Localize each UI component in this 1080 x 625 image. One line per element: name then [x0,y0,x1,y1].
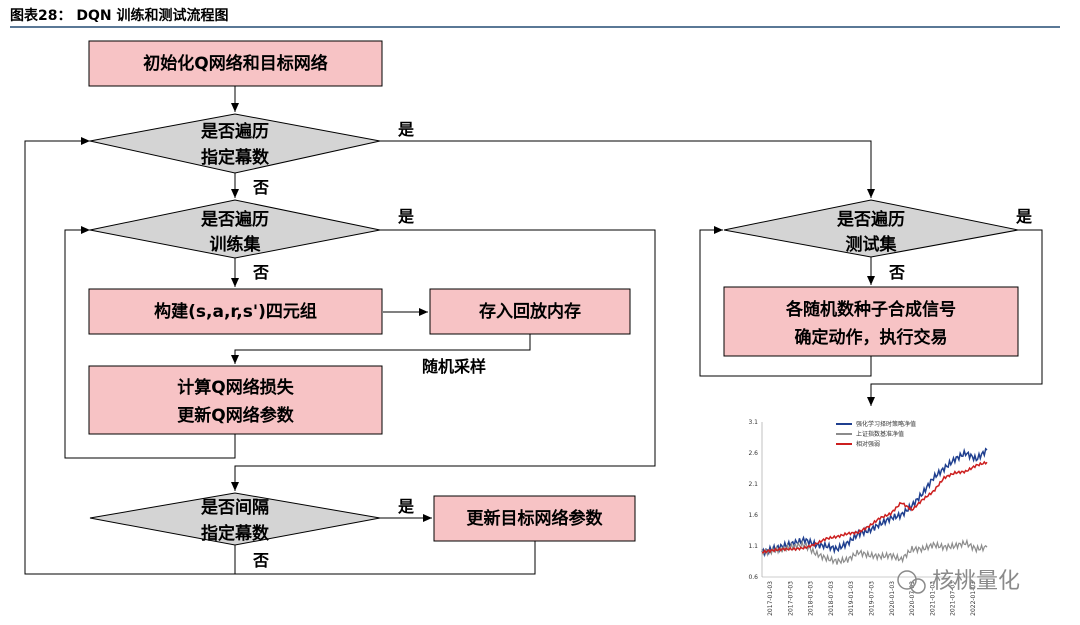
label-episodes-yes: 是 [397,120,414,139]
chart-ytick-label: 0.6 [748,574,758,581]
compute-loss-line2: 更新Q网络参数 [177,405,294,426]
train-decision [89,199,381,259]
chart-series-line [761,460,988,554]
chart-xtick-label: 2021-07-03 [950,581,957,616]
interval-decision-line2: 指定幕数 [201,523,270,544]
compute-loss-line1: 计算Q网络损失 [177,377,294,398]
chart-series-line [761,538,988,566]
chart-xtick-label: 2022-01-03 [970,581,977,616]
chart-ytick-label: 3.1 [748,419,758,426]
init-box [88,40,383,87]
chart-legend-label: 相对强弱 [856,440,880,448]
label-train-no: 否 [252,263,269,282]
trade-box [723,286,1019,357]
watermark: 核桃量化 [897,569,1020,594]
label-test-yes: 是 [1015,207,1032,226]
edge-train-yes [231,229,656,491]
chart-xtick-label: 2020-07-03 [909,581,916,616]
label-test-no: 否 [888,263,905,282]
episodes-decision [89,113,381,174]
label-interval-yes: 是 [397,497,414,516]
test-decision-line1: 是否遍历 [837,209,905,230]
figure-title: 图表28： DQN 训练和测试流程图 [10,8,229,24]
chart-ytick-label: 1.6 [748,512,758,519]
edge-random-sample [231,334,531,364]
test-decision-line2: 测试集 [846,234,898,255]
watermark-text: 核桃量化 [932,569,1020,594]
test-decision [723,199,1019,258]
chart-ytick-label: 2.1 [748,481,758,488]
build-tuple-label: 构建(s,a,r,s')四元组 [154,301,317,322]
edge-episodes-yes [380,140,875,198]
edge-test-yes [867,229,1043,406]
label-random-sample: 随机采样 [422,357,486,376]
chart-legend-label: 强化学习择时策略净值 [856,420,916,428]
label-interval-no: 否 [252,551,269,570]
chart-xtick-label: 2019-07-03 [869,581,876,616]
build-tuple-box [88,288,383,335]
chart-xtick-label: 2019-01-03 [848,581,855,616]
chart-xtick-label: 2021-01-03 [929,581,936,616]
update-target-box [433,495,636,542]
init-label: 初始化Q网络和目标网络 [143,53,327,74]
trade-line2: 确定动作，执行交易 [795,327,948,348]
chart-ytick-label: 1.1 [748,543,758,550]
trade-line1: 各随机数种子合成信号 [785,299,956,320]
store-memory-box [429,288,631,335]
interval-decision-line1: 是否间隔 [201,497,269,518]
episodes-decision-line2: 指定幕数 [201,147,270,168]
episodes-decision-line1: 是否遍历 [201,121,269,142]
chart-xtick-label: 2020-01-03 [889,581,896,616]
compute-loss-box [88,365,383,435]
interval-decision [89,492,381,546]
label-episodes-no: 否 [252,178,269,197]
edge-loop-train [64,226,236,459]
chart-xtick-label: 2017-01-03 [767,581,774,616]
wechat-icon-small-bubble [910,578,926,594]
title-rule [10,26,1060,28]
label-train-yes: 是 [397,207,414,226]
chart-xtick-label: 2018-07-03 [828,581,835,616]
edge-loop-test [699,226,872,377]
train-decision-line2: 训练集 [210,234,262,255]
chart-ytick-label: 2.6 [748,450,758,457]
train-decision-line1: 是否遍历 [201,209,269,230]
update-target-label: 更新目标网络参数 [467,508,604,529]
backtest-chart: 3.1 2.6 2.1 1.6 1.1 0.6 2017-01-03 2017-07-03 2… [748,419,995,616]
store-memory-label: 存入回放内存 [479,301,581,322]
edge-loop-episodes [24,137,236,575]
chart-xtick-label: 2018-01-03 [808,581,815,616]
edge-update-return [235,541,536,575]
chart-series-line [761,447,988,558]
connectors [24,86,1043,575]
chart-xtick-label: 2017-07-03 [787,581,794,616]
chart-legend-label: 上证指数基准净值 [856,430,904,438]
